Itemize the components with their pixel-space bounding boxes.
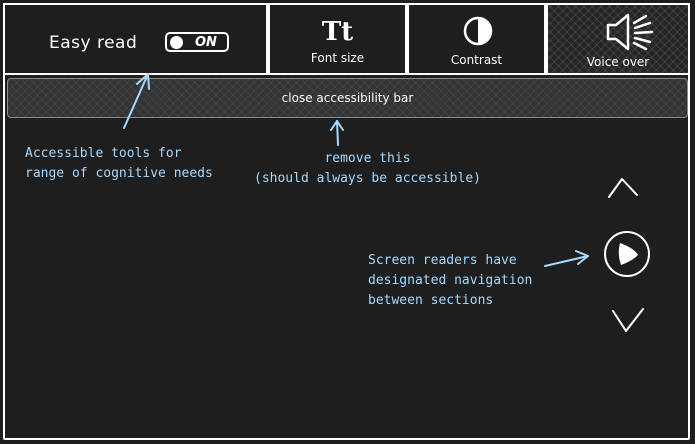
easy-read-toggle[interactable]: ON (165, 32, 229, 52)
speaker-icon (606, 13, 654, 51)
close-accessibility-bar[interactable]: close accessibility bar (7, 78, 688, 118)
contrast-label: Contrast (450, 53, 503, 67)
arrow-to-section-nav-icon (544, 250, 589, 267)
annotation-remove-this: remove this (should always be accessible… (254, 151, 481, 186)
annotation-screen-readers: Screen readers have designated navigatio… (368, 253, 533, 308)
toggle-knob (170, 36, 183, 49)
font-size-label: Font size (310, 51, 365, 65)
voice-over-label: Voice over (586, 55, 650, 69)
easy-read-panel: Easy read ON (3, 3, 268, 75)
chevron-down-icon[interactable] (608, 305, 648, 335)
voice-over-button[interactable]: Voice over (546, 3, 690, 75)
chevron-up-icon[interactable] (605, 175, 641, 203)
font-size-icon: Tt (321, 17, 354, 47)
close-bar-label: close accessibility bar (281, 91, 414, 105)
font-size-button[interactable]: Tt Font size (268, 3, 407, 75)
easy-read-label: Easy read (49, 33, 138, 53)
play-icon[interactable] (602, 228, 654, 280)
arrow-to-easy-read-icon (123, 73, 150, 129)
contrast-icon (463, 16, 493, 46)
arrow-to-close-bar-icon (330, 120, 344, 146)
toggle-state-label: ON (195, 35, 217, 50)
annotation-accessible-tools: Accessible tools for range of cognitive … (25, 146, 213, 181)
contrast-button[interactable]: Contrast (407, 3, 546, 75)
